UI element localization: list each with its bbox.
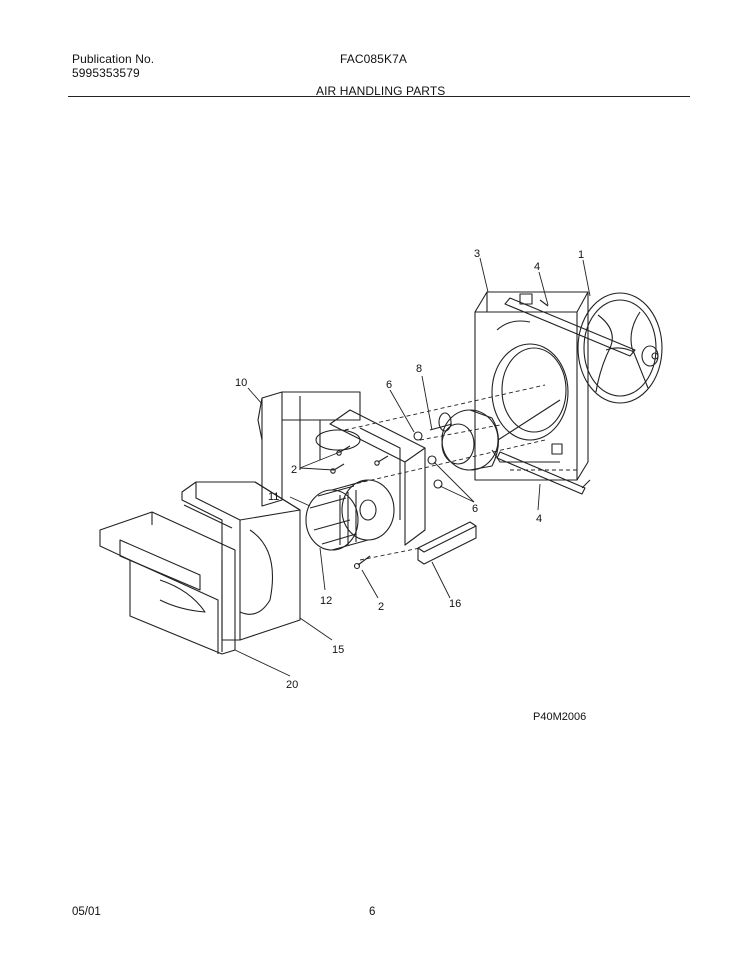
callout-15: 15 (332, 644, 344, 656)
publication-label: Publication No. (72, 52, 155, 66)
top-bracket-part (504, 297, 636, 357)
callout-4-bottom: 4 (536, 513, 542, 525)
nut-parts (413, 431, 443, 489)
callout-8: 8 (416, 363, 422, 375)
alignment-lines (344, 384, 580, 561)
drain-channel-part (417, 521, 477, 565)
shroud-part (474, 291, 589, 481)
figure-code: P40M2006 (533, 711, 587, 723)
callout-12: 12 (320, 595, 332, 607)
callout-4-top: 4 (534, 261, 540, 273)
callout-1: 1 (578, 249, 584, 261)
partition-part (257, 391, 361, 507)
section-title: AIR HANDLING PARTS (316, 84, 446, 98)
bottom-bracket-part (496, 451, 591, 495)
callout-2-bottom: 2 (378, 601, 384, 613)
blower-wheel-part (305, 479, 395, 551)
header-rule (68, 96, 690, 97)
callout-20: 20 (286, 679, 298, 691)
leader-lines (234, 257, 591, 677)
motor-mount-plate (329, 409, 426, 546)
callout-6-lower: 6 (472, 503, 478, 515)
publication-number: 5995353579 (72, 66, 140, 80)
callout-6-top: 6 (386, 379, 392, 391)
callout-3: 3 (474, 248, 480, 260)
footer-page-number: 6 (369, 906, 376, 918)
screw-parts (330, 445, 389, 570)
front-panel-part (99, 511, 236, 655)
footer-date: 05/01 (72, 906, 101, 918)
fan-blade-part (577, 292, 663, 404)
callout-11: 11 (268, 491, 279, 503)
callout-2-left: 2 (291, 464, 297, 476)
callout-10: 10 (235, 377, 247, 389)
motor-part (429, 399, 561, 471)
scroll-housing-part (181, 481, 301, 641)
model-number: FAC085K7A (340, 52, 407, 66)
callout-16: 16 (449, 598, 461, 610)
